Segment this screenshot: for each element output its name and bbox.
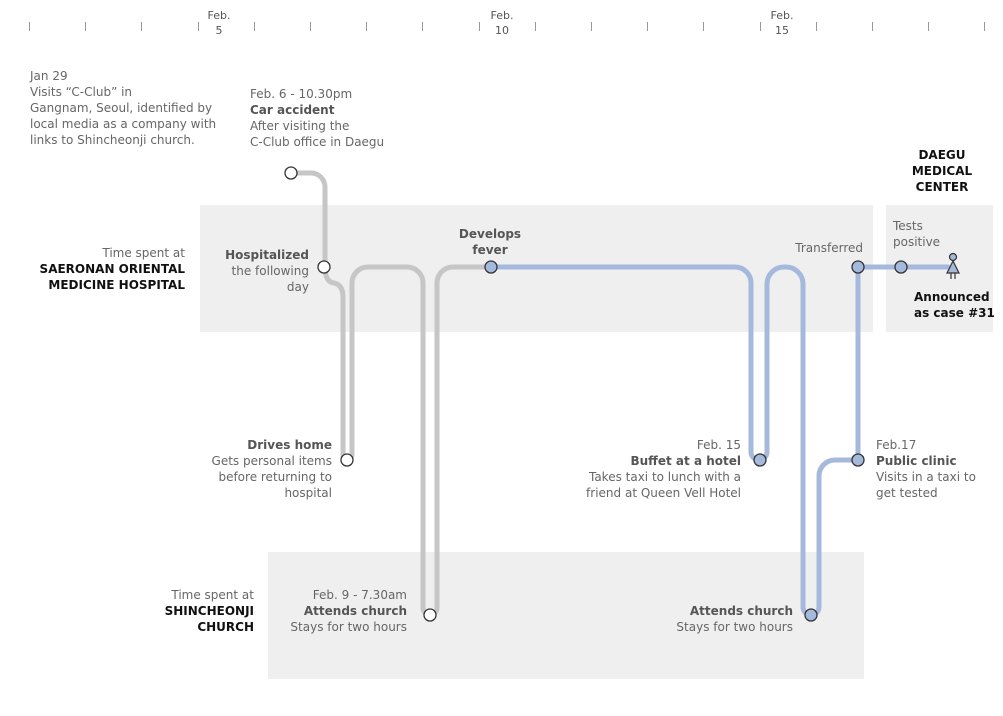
axis-tick — [815, 22, 817, 31]
event-transferred: Transferred — [795, 241, 863, 255]
axis-tick — [984, 22, 986, 31]
event-car-accident-dot — [284, 166, 298, 180]
shincheonji-church-zone — [268, 552, 864, 679]
axis-tick — [422, 22, 424, 31]
event-fever-dot — [484, 260, 498, 274]
event-church2-dot — [804, 608, 818, 622]
axis-tick — [647, 22, 649, 31]
event-positive-dot — [894, 260, 908, 274]
axis-tick — [29, 22, 30, 31]
axis-tick — [366, 22, 368, 31]
patient-woman-icon — [946, 252, 960, 279]
axis-tick — [478, 22, 480, 31]
axis-label-feb5: Feb.5 — [207, 9, 231, 37]
axis-tick — [197, 22, 199, 31]
axis-label-feb10: Feb.10 — [490, 9, 514, 37]
axis-tick — [759, 22, 761, 31]
event-clinic-dot — [851, 453, 865, 467]
event-church1-dot — [423, 608, 437, 622]
axis-tick — [872, 22, 873, 31]
route-blue — [488, 264, 951, 618]
axis-label-feb15: Feb.15 — [770, 9, 794, 37]
axis-tick — [253, 22, 255, 31]
axis-tick — [310, 22, 311, 31]
event-hospitalized-dot — [317, 260, 331, 274]
event-drives-home-dot — [340, 453, 354, 467]
axis-tick — [141, 22, 143, 31]
axis-tick — [928, 22, 930, 31]
axis-tick — [534, 22, 536, 31]
axis-tick — [85, 22, 87, 31]
axis-tick — [703, 22, 705, 31]
event-buffet-dot — [753, 453, 767, 467]
event-transferred-dot — [851, 260, 865, 274]
axis-tick — [591, 22, 592, 31]
